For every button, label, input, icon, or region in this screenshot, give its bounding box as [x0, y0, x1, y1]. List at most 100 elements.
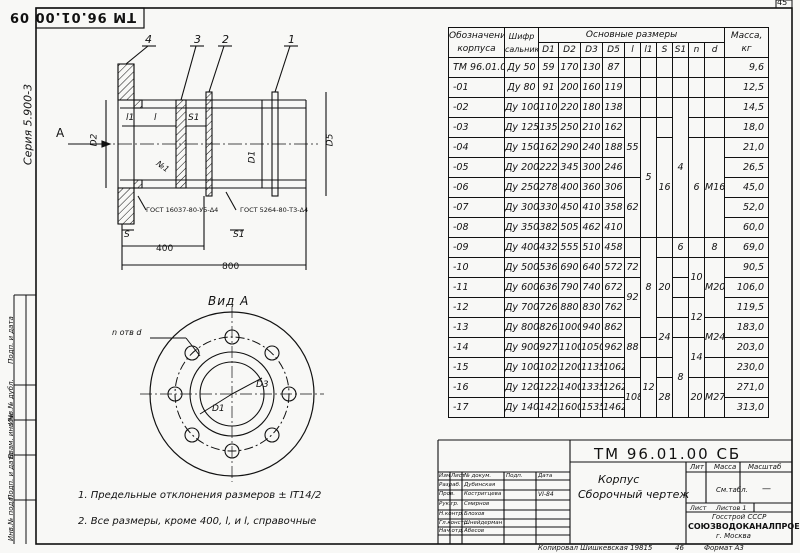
cell-d5: 306 — [602, 177, 625, 198]
cell-mass: 45,0 — [724, 177, 770, 198]
cell-n: 10 — [688, 257, 705, 298]
cell-d5: 672 — [602, 277, 625, 298]
cell-designation: ТМ 96.01.00 — [448, 57, 505, 78]
cell-d3: 740 — [580, 277, 603, 298]
dim-s1-bottom: S1 — [233, 230, 245, 240]
cell-s1 — [672, 257, 689, 278]
cell-d1: 432 — [538, 237, 559, 258]
scale-value: — — [762, 484, 771, 494]
part-number-4: 4 — [145, 33, 152, 46]
cell-d2: 505 — [558, 217, 581, 238]
cell-d3: 240 — [580, 137, 603, 158]
lit-label: Лит — [690, 463, 704, 471]
cell-s — [656, 77, 673, 98]
cell-d3: 1535 — [580, 397, 603, 418]
cell-d5: 358 — [602, 197, 625, 218]
cell-n — [688, 97, 705, 118]
margin-label-5: Подп. и дата — [7, 316, 15, 364]
cell-n: 12 — [688, 297, 705, 338]
cell-mass: 18,0 — [724, 117, 770, 138]
cell-l1 — [640, 77, 657, 98]
cell-cipher: Ду 300 — [504, 197, 539, 218]
sheet-frame — [35, 7, 793, 545]
cell-d3: 1335 — [580, 377, 603, 398]
cell-d5: 87 — [602, 57, 625, 78]
cell-d2: 1400 — [558, 377, 581, 398]
org-3: г. Москва — [716, 532, 751, 540]
cell-n — [688, 237, 705, 258]
cell-d5: 1262 — [602, 377, 625, 398]
cell-d5: 162 — [602, 117, 625, 138]
cell-l — [624, 97, 641, 118]
dim-400: 400 — [156, 244, 174, 254]
cell-d — [703, 357, 726, 378]
cell-mass: 60,0 — [724, 217, 770, 238]
cell-designation: -04 — [448, 137, 505, 158]
cell-l1 — [640, 97, 657, 118]
tb-person: Абесов — [464, 528, 485, 534]
cell-d2: 200 — [558, 77, 581, 98]
cell-d5: 762 — [602, 297, 625, 318]
cell-mass: 183,0 — [724, 317, 770, 338]
tb-head-2: № докум. — [464, 473, 492, 479]
cell-designation: -05 — [448, 157, 505, 178]
tb-role: Разраб. — [439, 482, 461, 488]
cell-d1: 1429 — [538, 397, 559, 418]
header-col-d: d — [703, 42, 726, 58]
cell-mass: 119,5 — [724, 297, 770, 318]
cell-cipher: Ду 350 — [504, 217, 539, 238]
cell-mass: 52,0 — [724, 197, 770, 218]
tb-head-0: Изм — [439, 473, 451, 479]
tb-role: Нач.отд. — [439, 528, 464, 534]
cell-designation: -06 — [448, 177, 505, 198]
cell-cipher: Ду 50 — [504, 57, 539, 78]
cell-mass: 90,5 — [724, 257, 770, 278]
part-number-1: 1 — [288, 33, 295, 46]
cell-d3: 210 — [580, 117, 603, 138]
cell-d2: 1100 — [558, 337, 581, 358]
cell-designation: -03 — [448, 117, 505, 138]
part-number-2: 2 — [222, 33, 229, 46]
cell-d1: 59 — [538, 57, 559, 78]
cell-d5: 962 — [602, 337, 625, 358]
cell-d2: 345 — [558, 157, 581, 178]
cell-d3: 1050 — [580, 337, 603, 358]
cell-s1: 4 — [672, 97, 689, 238]
cell-d3: 510 — [580, 237, 603, 258]
cell-d — [703, 77, 726, 98]
cell-d2: 790 — [558, 277, 581, 298]
tb-person: Смирнов — [464, 501, 490, 507]
cell-mass: 14,5 — [724, 97, 770, 118]
cell-mass: 9,6 — [724, 57, 770, 78]
cell-s — [656, 357, 673, 378]
header-col-l1: l1 — [640, 42, 657, 58]
cell-s: 24 — [656, 317, 673, 358]
cell-d1: 110 — [538, 97, 559, 118]
header-cipher: Шифр сальника — [504, 27, 539, 58]
cell-d — [703, 97, 726, 118]
cell-designation: -07 — [448, 197, 505, 218]
tb-role: Пров. — [439, 491, 455, 497]
cell-s — [656, 237, 673, 258]
sign-date: VI-84 — [538, 491, 554, 498]
cell-d2: 170 — [558, 57, 581, 78]
cell-d: 8 — [703, 237, 726, 258]
cell-designation: -16 — [448, 377, 505, 398]
cell-d5: 862 — [602, 317, 625, 338]
header-designation: Обозначение корпуса — [448, 27, 505, 58]
cell-designation: -17 — [448, 397, 505, 418]
cell-d2: 1600 — [558, 397, 581, 418]
cell-mass: 12,5 — [724, 77, 770, 98]
header-col-n: n — [688, 42, 705, 58]
cell-d1: 278 — [538, 177, 559, 198]
page-number: 45 — [777, 0, 788, 7]
cell-cipher: Ду 1400 — [504, 397, 539, 418]
top-code-box — [35, 7, 145, 29]
cell-mass: 203,0 — [724, 337, 770, 358]
arrow-a-label: A — [56, 126, 65, 140]
cell-d — [703, 117, 726, 138]
